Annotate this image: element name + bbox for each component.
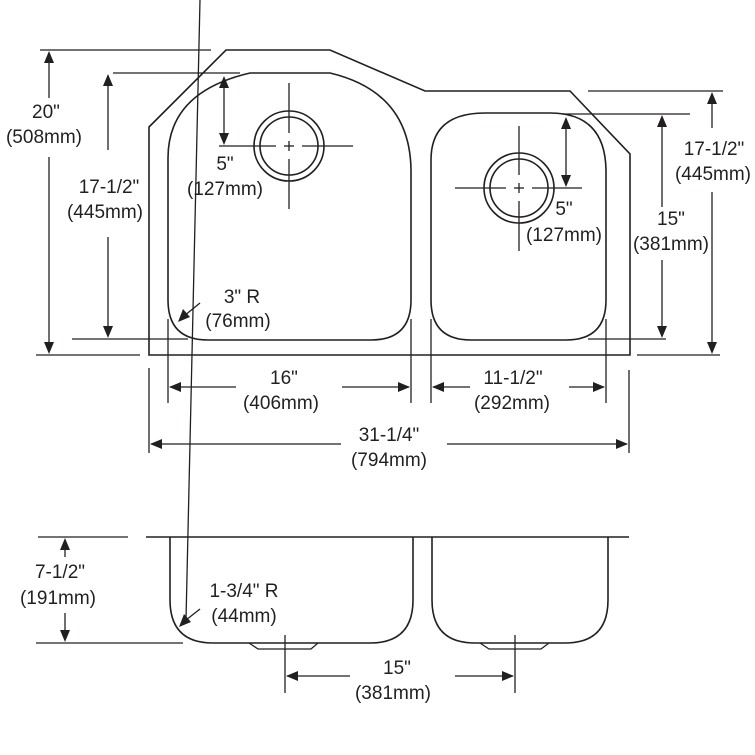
left-bowl-depth-mm: (445mm) xyxy=(67,202,143,223)
bottom-radius-callout: 1-3/4" R (44mm) xyxy=(179,0,279,627)
left-drain-offset-mm: (127mm) xyxy=(187,179,263,200)
overall-width-mm: (794mm) xyxy=(351,450,427,471)
right-side-depth-mm: (445mm) xyxy=(675,164,751,185)
corner-radius-in: 3" R xyxy=(224,287,260,308)
right-drain-offset-mm: (127mm) xyxy=(526,225,602,246)
bowl-depth-dimension: 7-1/2" (191mm) xyxy=(20,536,183,644)
right-bowl-width-in: 11-1/2" xyxy=(483,368,542,389)
left-bowl-width-dimension: 16" (406mm) xyxy=(169,368,410,414)
overall-depth-in: 20" xyxy=(32,102,60,123)
drain-spacing-in: 15" xyxy=(383,658,411,679)
top-view: 20" (508mm) 17-1/2" (445mm) 5" (127mm) xyxy=(6,49,751,471)
right-drain-icon xyxy=(455,126,582,251)
bowl-depth-mm: (191mm) xyxy=(20,588,96,609)
bowl-depth-in: 7-1/2" xyxy=(35,562,85,583)
right-side-depth-in: 17-1/2" xyxy=(684,139,745,160)
left-drain-offset-in: 5" xyxy=(216,154,233,175)
left-bowl-depth-dimension: 17-1/2" (445mm) xyxy=(67,72,240,340)
left-bowl-profile xyxy=(169,537,414,644)
left-drain-icon xyxy=(219,83,353,209)
left-bowl-depth-in: 17-1/2" xyxy=(79,177,140,198)
drain-spacing-dimension: 15" (381mm) xyxy=(284,635,516,704)
overall-depth-mm: (508mm) xyxy=(6,127,82,148)
overall-width-in: 31-1/4" xyxy=(359,425,420,446)
right-drain-offset-dimension: 5" (127mm) xyxy=(526,113,690,246)
drain-spacing-mm: (381mm) xyxy=(355,683,431,704)
corner-radius-callout: 3" R (76mm) xyxy=(178,287,271,332)
bottom-radius-mm: (44mm) xyxy=(211,606,276,627)
corner-radius-mm: (76mm) xyxy=(205,311,270,332)
left-bowl-width-in: 16" xyxy=(270,368,298,389)
right-bowl-width-mm: (292mm) xyxy=(474,393,550,414)
right-bowl-depth-in: 15" xyxy=(657,209,685,230)
overall-depth-dimension: 20" (508mm) xyxy=(6,49,211,356)
overall-width-dimension: 31-1/4" (794mm) xyxy=(150,425,628,471)
right-drain-offset-in: 5" xyxy=(555,199,572,220)
right-bowl-outline xyxy=(430,112,607,341)
left-drain-stub xyxy=(248,642,319,650)
left-drain-offset-dimension: 5" (127mm) xyxy=(187,76,263,200)
right-bowl-width-dimension: 11-1/2" (292mm) xyxy=(432,368,605,414)
side-view: 7-1/2" (191mm) 1-3/4" R (44mm) 15" (381m… xyxy=(20,0,629,704)
bottom-radius-in: 1-3/4" R xyxy=(209,581,278,602)
right-side-depth-dimension: 17-1/2" (445mm) xyxy=(588,90,751,356)
right-bowl-depth-dimension: 15" (381mm) xyxy=(588,115,709,340)
left-bowl-width-mm: (406mm) xyxy=(243,393,319,414)
right-bowl-depth-mm: (381mm) xyxy=(633,234,709,255)
left-bowl-outline xyxy=(167,72,412,341)
sink-outer-rim xyxy=(148,49,631,356)
right-bowl-profile xyxy=(431,537,609,644)
